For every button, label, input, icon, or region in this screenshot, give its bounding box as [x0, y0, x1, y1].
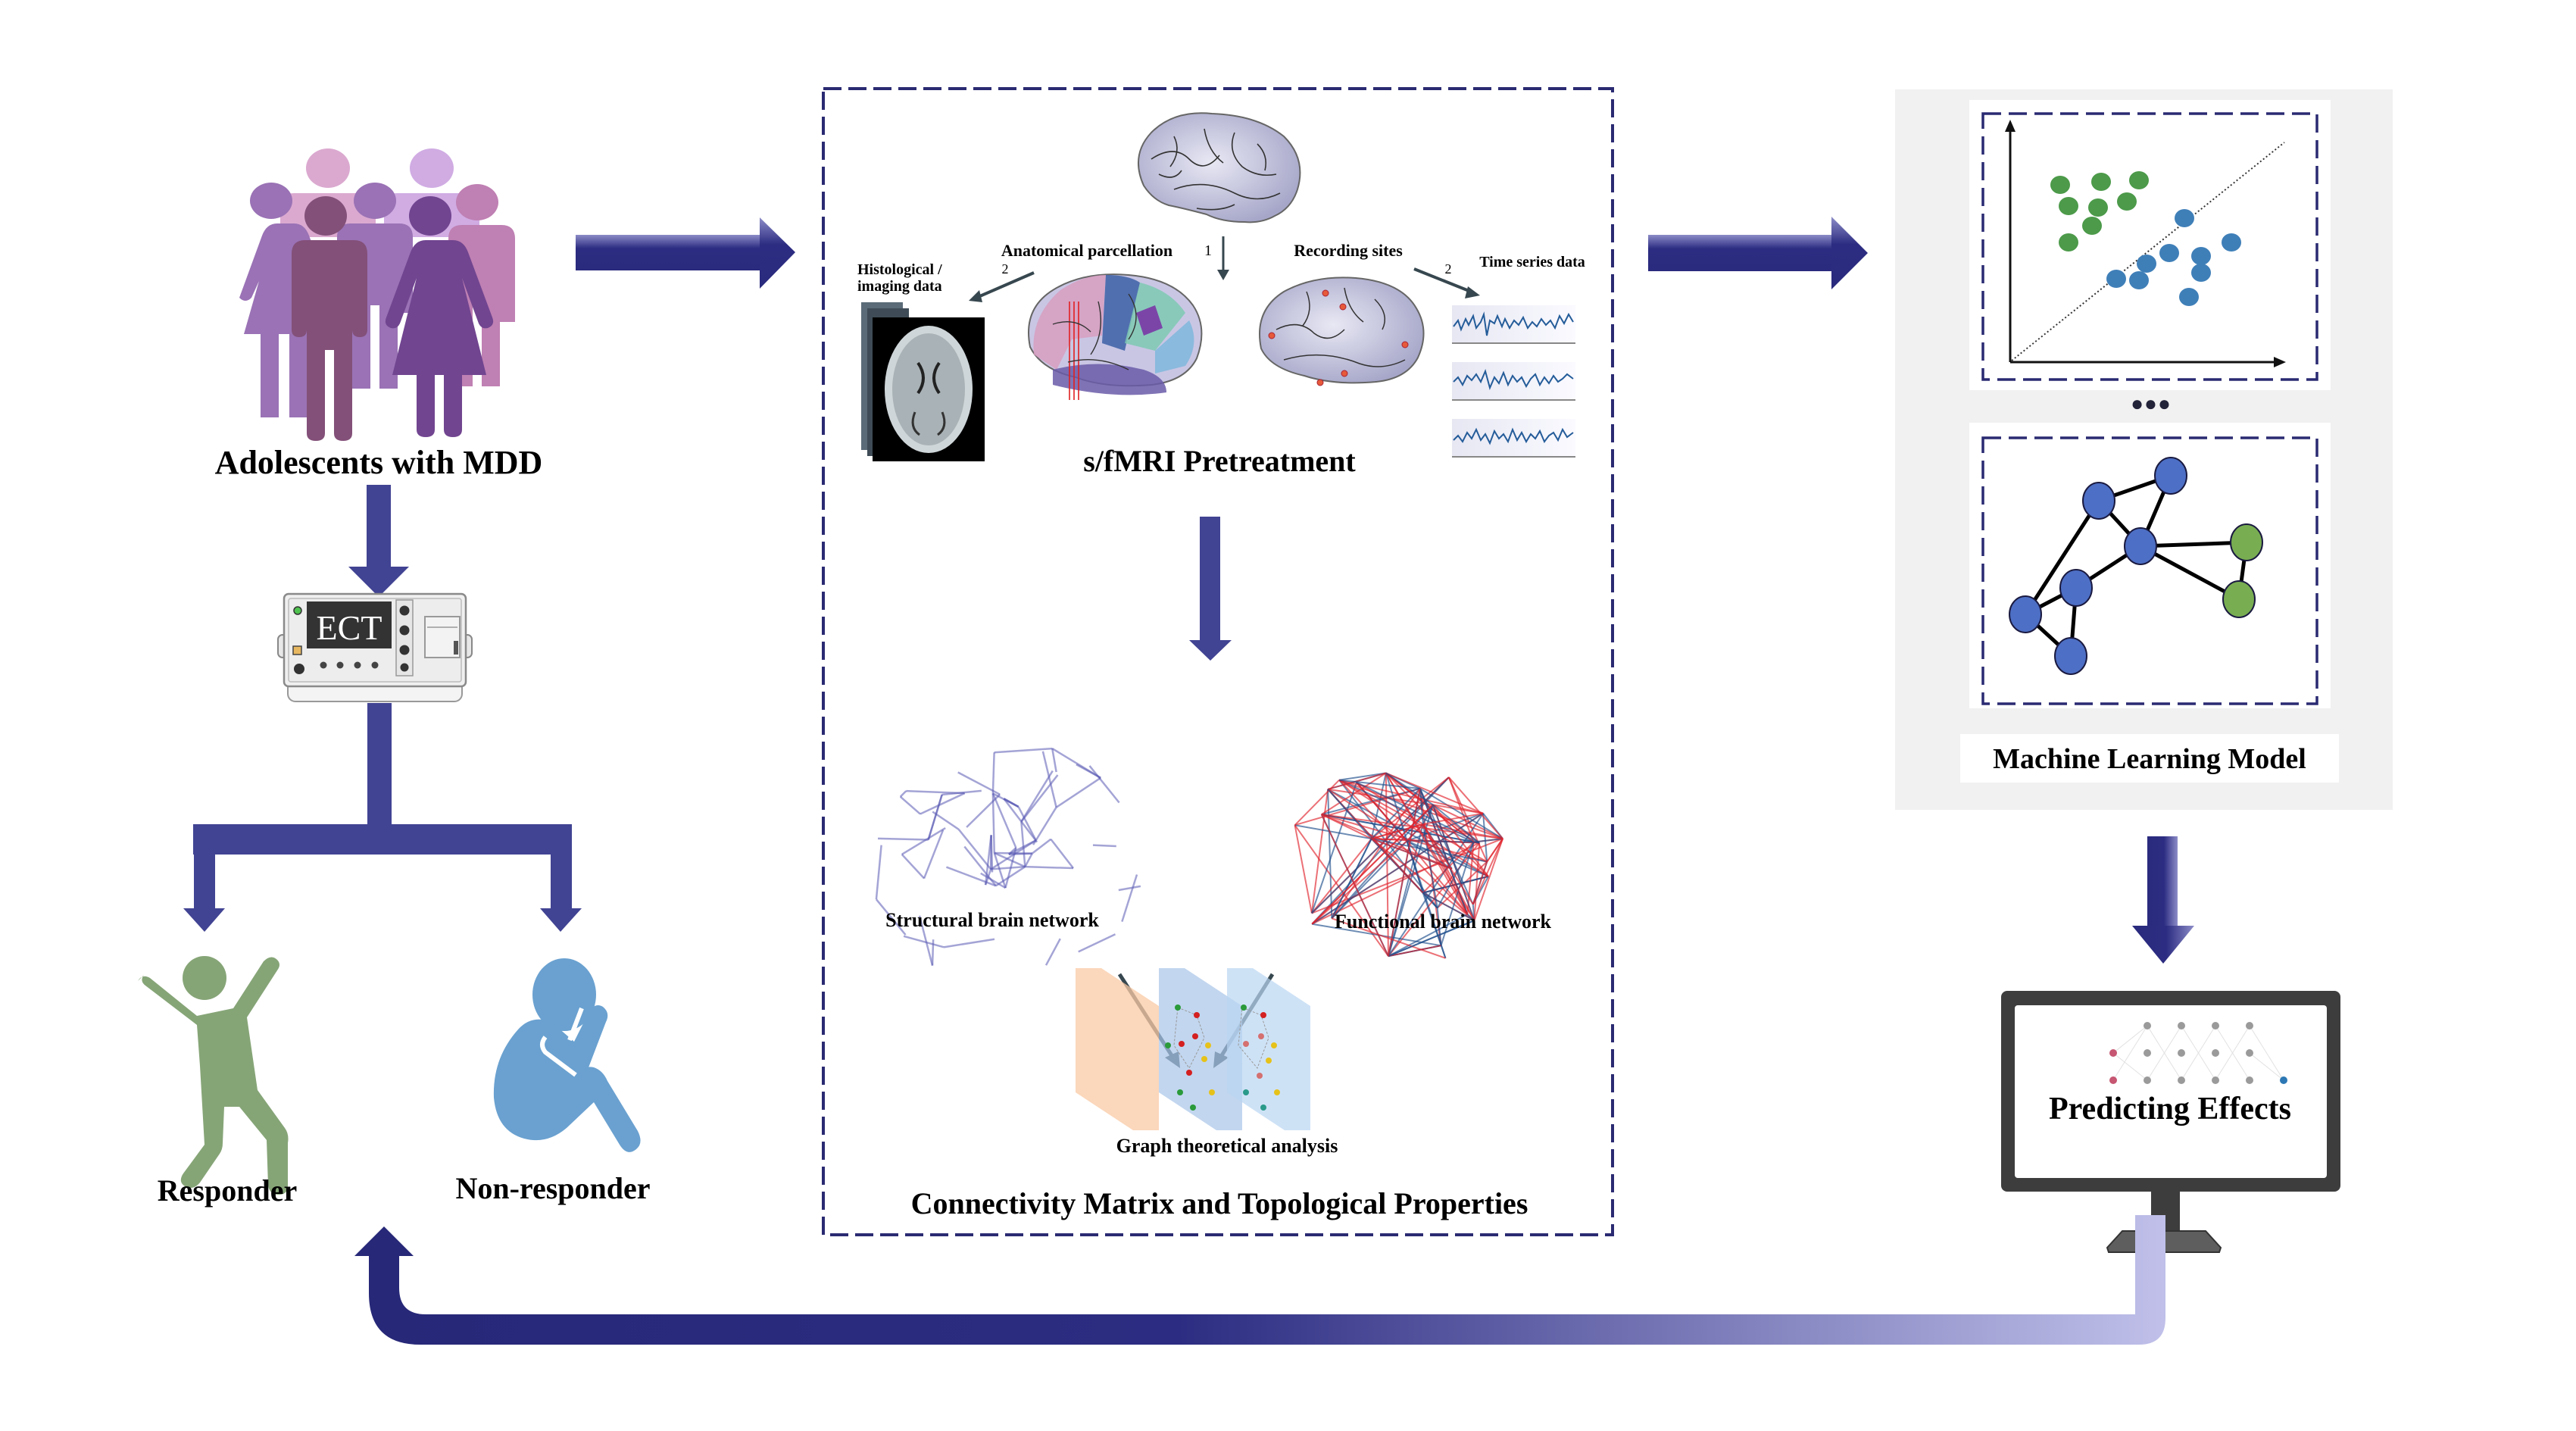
ml-title: Machine Learning Model	[1993, 743, 2306, 775]
time-series-label: Time series data	[1479, 254, 1585, 270]
ml-title-box	[1960, 734, 2339, 783]
step1-arrow	[1217, 236, 1229, 280]
scatter-point-green	[2059, 197, 2078, 215]
cohort-label: Adolescents with MDD	[214, 444, 543, 481]
arrow-ect-branch	[183, 703, 582, 932]
arrow-feedback-to-outcomes	[354, 1215, 2165, 1345]
neural-network-icon	[2109, 1022, 2287, 1084]
step2-left-number: 2	[1001, 261, 1009, 277]
functional-network-label: Functional brain network	[1334, 911, 1552, 933]
scatter-point-blue	[2191, 247, 2211, 265]
crouching-person-icon	[493, 958, 641, 1152]
scatter-point-blue	[2175, 209, 2194, 227]
scatter-point-green	[2129, 171, 2149, 189]
ml-graph-card	[1969, 423, 2331, 708]
people-group-icon	[239, 148, 515, 441]
scatter-point-green	[2088, 198, 2108, 217]
recording-sites-label: Recording sites	[1294, 241, 1403, 260]
arrow-to-ml	[1648, 217, 1868, 289]
scatter-point-blue	[2222, 233, 2241, 252]
structural-network-label: Structural brain network	[885, 909, 1099, 931]
scatter-point-blue	[2179, 288, 2199, 306]
responder-label: Responder	[157, 1173, 298, 1208]
arrow-to-prediction	[2132, 836, 2194, 964]
scatter-point-blue	[2106, 270, 2126, 288]
ect-machine-icon: ECT	[277, 592, 473, 702]
arrow-to-connectivity	[1189, 517, 1232, 661]
scatter-point-blue	[2159, 244, 2179, 262]
pretreatment-title: s/fMRI Pretreatment	[1083, 444, 1356, 478]
scatter-point-green	[2091, 173, 2111, 191]
imaging-data-label: imaging data	[857, 278, 942, 295]
step2-left-arrow	[969, 271, 1035, 302]
ml-graph-network	[1981, 436, 2318, 705]
scatter-point-green	[2082, 217, 2102, 235]
scatter-point-blue	[2129, 271, 2149, 289]
step1-number: 1	[1204, 242, 1212, 259]
ect-device-label: ECT	[317, 608, 382, 647]
arrow-to-pretreatment	[576, 217, 795, 289]
structural-network-icon	[875, 747, 1141, 966]
scatter-point-green	[2050, 176, 2070, 194]
brain-lateral-icon	[1138, 112, 1301, 223]
pretreatment-panel-border	[822, 87, 1614, 1236]
anatomical-parcellation-label: Anatomical parcellation	[1001, 241, 1173, 260]
monitor-screen	[2015, 1005, 2327, 1178]
time-series-plot	[1452, 305, 1575, 344]
prediction-label: Predicting Effects	[2049, 1092, 2291, 1126]
arrow-cohort-to-ect	[348, 485, 409, 597]
ml-scatter-plot	[1981, 112, 2318, 381]
ml-scatter-card	[1969, 100, 2331, 390]
step2-right-number: 2	[1444, 261, 1452, 277]
graph-theory-slabs-icon	[1076, 968, 1310, 1130]
scatter-point-green	[2117, 192, 2137, 211]
celebrating-person-icon	[138, 956, 289, 1195]
scatter-point-green	[2059, 233, 2078, 252]
scatter-point-blue	[2137, 255, 2156, 273]
parcellated-brain-icon	[1028, 273, 1203, 400]
graph-theory-label: Graph theoretical analysis	[1116, 1135, 1338, 1157]
recording-sites-brain-icon	[1259, 277, 1425, 386]
ml-ellipsis: ●●●	[2131, 392, 2172, 416]
scatter-point-blue	[2191, 264, 2211, 282]
mri-axial-slice-icon	[873, 317, 985, 461]
histological-label: Histological /	[857, 261, 942, 278]
functional-network-icon	[1294, 772, 1503, 959]
step2-right-arrow	[1413, 267, 1480, 298]
connectivity-title: Connectivity Matrix and Topological Prop…	[910, 1186, 1528, 1220]
time-series-plot	[1452, 419, 1575, 458]
mri-slice-stack	[861, 302, 986, 461]
time-series-plot	[1452, 362, 1575, 401]
non-responder-label: Non-responder	[455, 1171, 651, 1205]
